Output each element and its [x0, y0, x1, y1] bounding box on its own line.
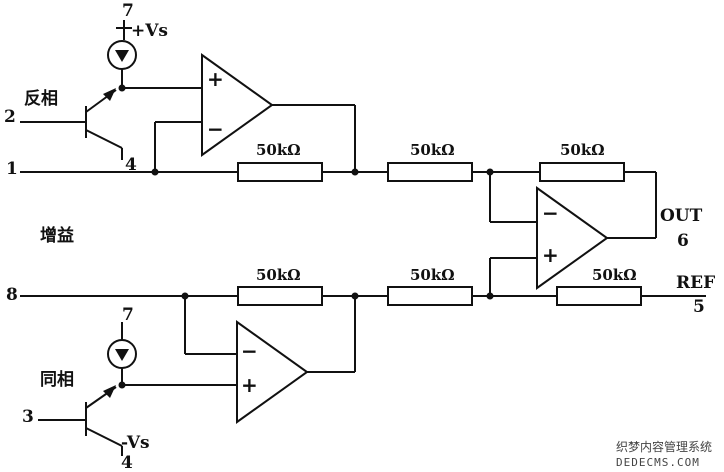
resistor-r1-label: 50kΩ	[256, 141, 301, 159]
vs-pos-label: +Vs	[131, 21, 168, 41]
pin-label-3: 3	[22, 407, 34, 427]
resistor-r3-label: 50kΩ	[560, 141, 605, 159]
watermark-line1: 织梦内容管理系统	[616, 439, 712, 454]
current-source-arrow-bottom	[115, 349, 129, 361]
opamp2-minus-sign: −	[241, 339, 258, 363]
node-diff-plus	[486, 292, 494, 300]
inverting-label: 反相	[24, 88, 58, 109]
pin-label-8: 8	[6, 285, 18, 305]
opamp2-plus-sign: +	[241, 373, 258, 397]
resistor-r5	[387, 286, 473, 306]
opamp1-plus-sign: +	[207, 67, 224, 91]
pin-label-1: 1	[6, 159, 18, 179]
pin-label-6: 6	[677, 231, 689, 251]
transistor-collector-top	[85, 129, 123, 149]
resistor-r2-label: 50kΩ	[410, 141, 455, 159]
transistor-collector-bottom	[85, 427, 123, 447]
pin-label-7-top: 7	[122, 1, 134, 21]
vs-neg-label: -Vs	[121, 433, 150, 453]
opamp-diff-plus-sign: +	[542, 243, 559, 267]
pin-label-4-top: 4	[125, 155, 137, 175]
gain-label: 增益	[40, 225, 74, 246]
opamp-2	[236, 320, 309, 424]
resistor-r4	[237, 286, 323, 306]
node-pin-1	[151, 168, 159, 176]
pin-label-7-bottom: 7	[122, 305, 134, 325]
opamp-1	[201, 53, 274, 157]
node-opamp1-out	[351, 168, 359, 176]
opamp-diff	[536, 186, 609, 290]
resistor-r1	[237, 162, 323, 182]
resistor-r2	[387, 162, 473, 182]
emitter-arrow-top	[103, 88, 116, 101]
opamp1-minus-sign: −	[207, 117, 224, 141]
watermark-line2: DEDECMS.COM	[616, 456, 700, 469]
non-inverting-label: 同相	[40, 369, 74, 390]
pin-label-2: 2	[4, 107, 16, 127]
resistor-r6-label: 50kΩ	[592, 266, 637, 284]
watermark-background	[614, 438, 722, 471]
emitter-arrow-bottom	[103, 385, 116, 398]
resistor-r5-label: 50kΩ	[410, 266, 455, 284]
ref-label: REF	[676, 273, 715, 293]
pin-label-4-bottom: 4	[121, 453, 133, 472]
node-emitter-top	[118, 84, 126, 92]
out-label: OUT	[660, 206, 703, 226]
resistor-r6	[556, 286, 642, 306]
current-source-arrow-top	[115, 50, 129, 62]
resistor-r4-label: 50kΩ	[256, 266, 301, 284]
opamp-diff-minus-sign: −	[542, 201, 559, 225]
resistor-r3	[539, 162, 625, 182]
pin-label-5: 5	[693, 297, 705, 317]
